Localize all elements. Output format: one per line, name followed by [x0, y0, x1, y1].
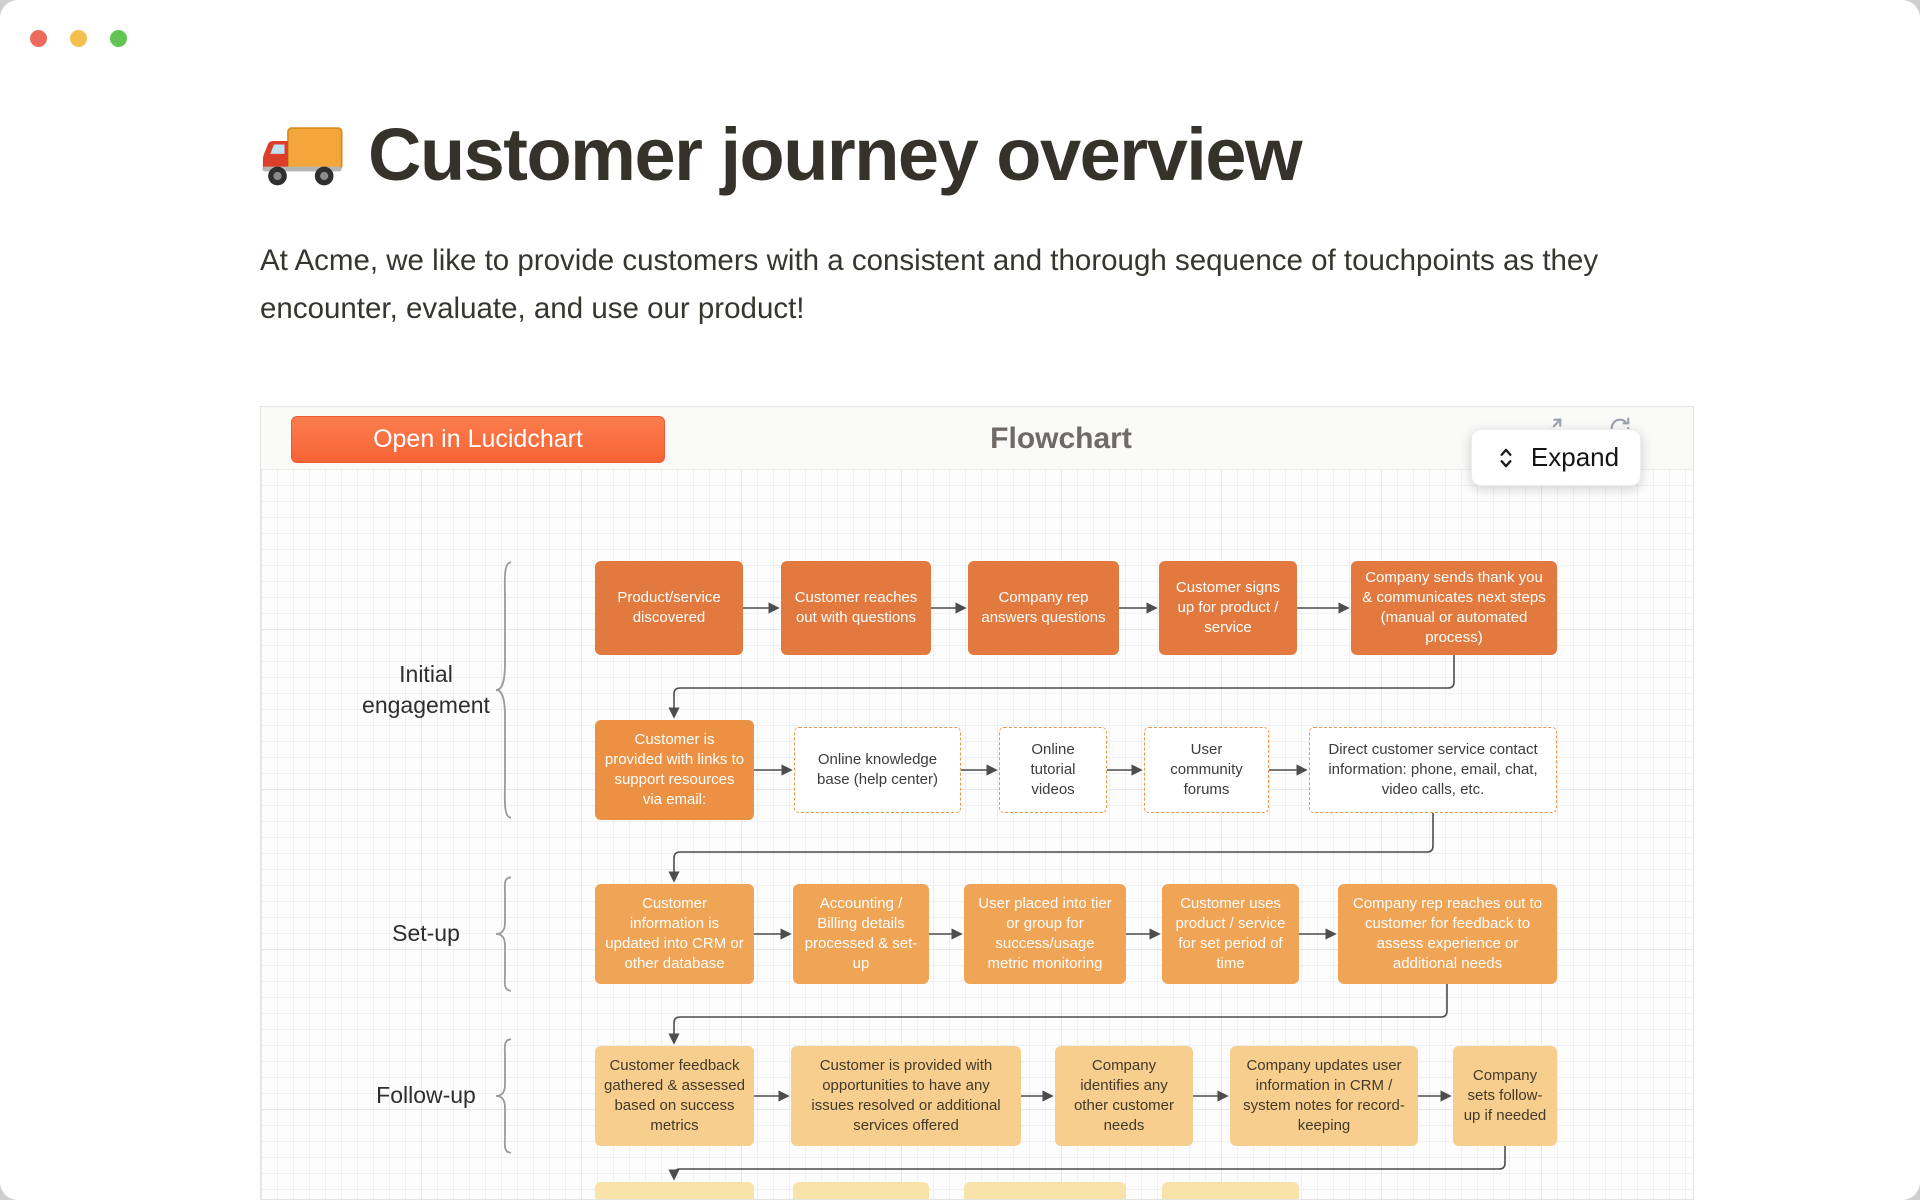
flowchart-node: Online knowledge base (help center) — [794, 727, 961, 813]
flowchart-node: Customer reaches out with questions — [781, 561, 931, 655]
flowchart-node: Product/service discovered — [595, 561, 743, 655]
open-in-lucidchart-button[interactable]: Open in Lucidchart — [291, 416, 665, 463]
minimize-button[interactable] — [70, 30, 87, 47]
flowchart-node — [793, 1182, 929, 1199]
flowchart-node — [964, 1182, 1126, 1199]
flowchart-node — [1162, 1182, 1299, 1199]
stage-label-follow-up: Follow-up — [376, 1082, 476, 1108]
document-content: Customer journey overview At Acme, we li… — [260, 112, 1694, 333]
page-title: Customer journey overview — [260, 112, 1694, 197]
flowchart-node — [595, 1182, 754, 1199]
page-title-text: Customer journey overview — [368, 113, 1303, 196]
flowchart-node: Customer feedback gathered & assessed ba… — [595, 1046, 754, 1146]
stage-label-initial-engagement: Initial engagement — [362, 661, 490, 719]
flowchart-node: Company sends thank you & communicates n… — [1351, 561, 1557, 655]
stage-brace-set-up — [491, 875, 515, 993]
flowchart-node: Customer uses product / service for set … — [1162, 884, 1299, 984]
close-button[interactable] — [30, 30, 47, 47]
flowchart-node: Customer is provided with links to suppo… — [595, 720, 754, 820]
flowchart-node: Company sets follow-up if needed — [1453, 1046, 1557, 1146]
flowchart-node: Direct customer service contact informat… — [1309, 727, 1557, 813]
stage-brace-initial-engagement — [491, 557, 515, 823]
flowchart-node: Company rep reaches out to customer for … — [1338, 884, 1557, 984]
flowchart-node: Customer information is updated into CRM… — [595, 884, 754, 984]
flowchart-node: Customer signs up for product / service — [1159, 561, 1297, 655]
flowchart-node: Online tutorial videos — [999, 727, 1107, 813]
flowchart-node: Company updates user information in CRM … — [1230, 1046, 1418, 1146]
stage-label-set-up: Set-up — [392, 920, 460, 946]
flowchart-node: User community forums — [1144, 727, 1269, 813]
truck-emoji-icon — [260, 122, 344, 188]
lucidchart-embed: Open in Lucidchart Flowchart Expand — [260, 406, 1694, 1200]
flowchart-node: Accounting / Billing details processed &… — [793, 884, 929, 984]
expand-button[interactable]: Expand — [1471, 429, 1641, 486]
flowchart-node: User placed into tier or group for succe… — [964, 884, 1126, 984]
flowchart-node: Company identifies any other customer ne… — [1055, 1046, 1193, 1146]
page-intro: At Acme, we like to provide customers wi… — [260, 244, 1599, 325]
flowchart-node: Company rep answers questions — [968, 561, 1119, 655]
zoom-button[interactable] — [110, 30, 127, 47]
expand-button-label: Expand — [1530, 442, 1620, 472]
stage-brace-follow-up — [491, 1037, 515, 1155]
window-controls — [30, 30, 127, 47]
unfold-icon — [1500, 448, 1512, 467]
flowchart-node: Customer is provided with opportunities … — [791, 1046, 1021, 1146]
embed-title: Flowchart — [990, 422, 1132, 455]
